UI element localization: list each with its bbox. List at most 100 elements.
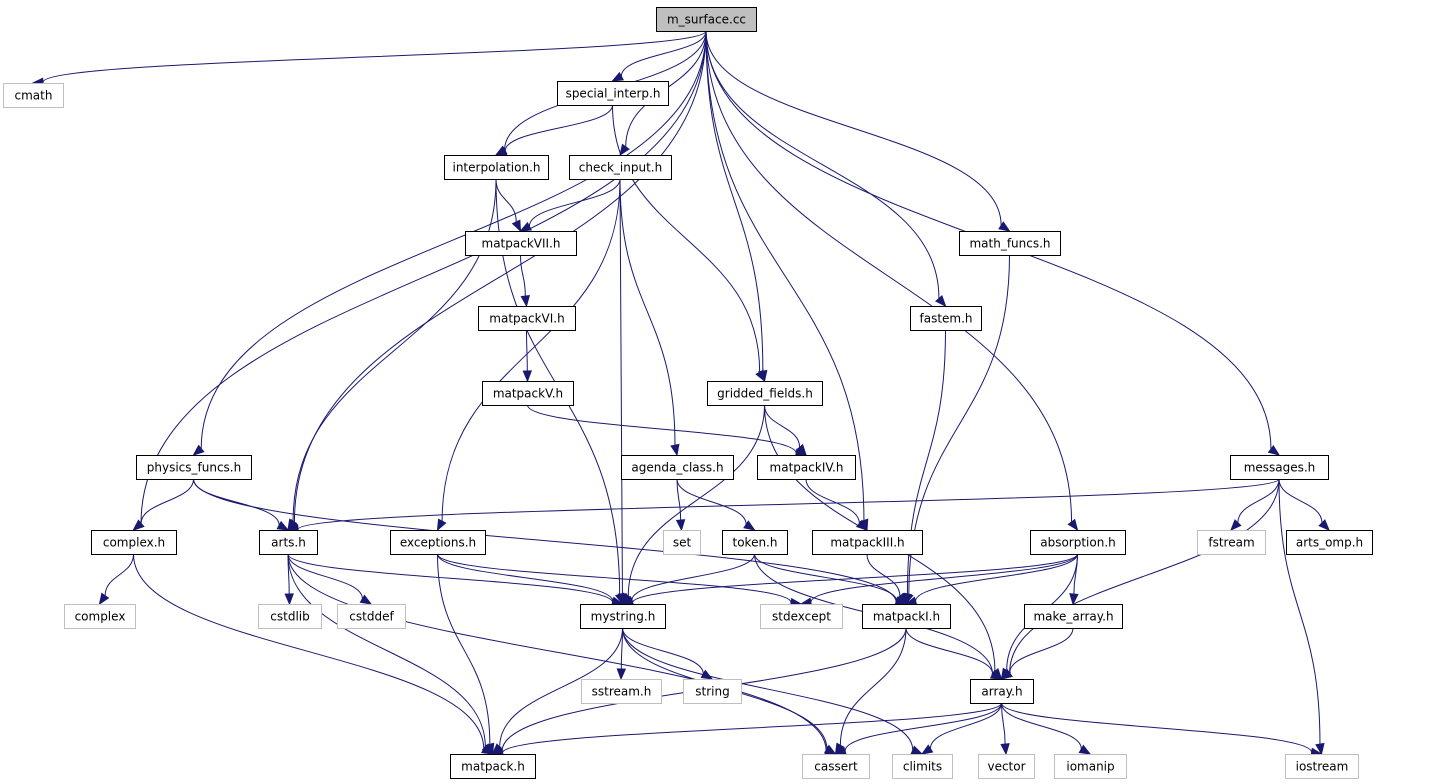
node-label-special-interp-h: special_interp.h <box>566 87 661 101</box>
edge-make-array-h-to-array-h <box>1009 627 1074 674</box>
edge-arrowhead-matpackvi-h <box>520 295 530 308</box>
edge-exceptions-h-to-mystring-h <box>437 553 614 602</box>
node-box-matpackvi-h <box>478 306 576 331</box>
edge-arrowhead-matpackiii-h <box>855 519 869 531</box>
edge-messages-h-to-arts-omp-h <box>1278 478 1323 523</box>
node-iomanip: iomanip <box>1054 754 1127 779</box>
edge-matpackvi-h-to-matpackv-h <box>526 329 528 372</box>
edge-agenda-class-h-to-set <box>676 478 682 521</box>
edge-arrowhead-climits <box>910 745 924 755</box>
node-fastem-h[interactable]: fastem.h <box>910 306 982 331</box>
node-complex-h[interactable]: complex.h <box>91 530 177 555</box>
node-make-array-h[interactable]: make_array.h <box>1024 604 1123 629</box>
edge-arrowhead-climits <box>920 744 934 755</box>
node-label-physics-funcs-h: physics_funcs.h <box>147 461 241 475</box>
node-agenda-class-h[interactable]: agenda_class.h <box>621 455 734 480</box>
edge-arrowhead-make-array-h <box>1069 593 1079 606</box>
node-arts-omp-h[interactable]: arts_omp.h <box>1286 530 1373 555</box>
node-label-check-input-h: check_input.h <box>579 161 662 175</box>
node-physics-funcs-h[interactable]: physics_funcs.h <box>136 455 252 480</box>
edge-arrowhead-special-interp-h <box>611 71 624 82</box>
node-matpacki-h[interactable]: matpackI.h <box>862 604 951 629</box>
node-label-fstream: fstream <box>1208 536 1254 550</box>
node-box-mystring-h <box>580 604 666 629</box>
edge-arrowhead-sstream-h <box>616 668 627 681</box>
node-fstream: fstream <box>1197 530 1266 555</box>
node-label-complex: complex <box>75 610 126 624</box>
edge-arrowhead-matpackv-h <box>522 370 533 383</box>
node-absorption-h[interactable]: absorption.h <box>1030 530 1126 555</box>
node-box-cstddef <box>337 604 406 629</box>
node-matpackv-h[interactable]: matpackV.h <box>482 381 574 406</box>
edge-exceptions-h-to-stdexcept <box>437 553 792 603</box>
edge-check-input-h-to-agenda-class-h <box>619 178 676 446</box>
node-label-make-array-h: make_array.h <box>1033 610 1113 624</box>
node-exceptions-h[interactable]: exceptions.h <box>390 530 486 555</box>
edge-arrowhead-cstddef <box>359 594 373 605</box>
node-mystring-h[interactable]: mystring.h <box>580 604 666 629</box>
edge-arrowhead-arts-h <box>287 518 298 532</box>
node-special-interp-h[interactable]: special_interp.h <box>557 81 669 106</box>
edge-arts-h-to-cassert <box>287 553 827 751</box>
node-set: set <box>663 530 701 555</box>
node-box-arts-h <box>259 530 318 555</box>
edge-arrowhead-matpackvii-h <box>519 221 533 232</box>
edge-m-surface-cc-to-physics-funcs-h <box>200 30 707 449</box>
edge-absorption-h-to-matpacki-h <box>915 553 1078 602</box>
node-box-matpackiii-h <box>812 530 923 555</box>
node-box-vector <box>978 754 1035 779</box>
edge-matpackv-h-to-matpackiv-h <box>527 404 797 454</box>
node-label-math-funcs-h: math_funcs.h <box>969 237 1050 251</box>
edge-array-h-to-vector <box>1001 702 1006 745</box>
node-array-h[interactable]: array.h <box>970 679 1034 704</box>
node-label-cassert: cassert <box>814 760 858 774</box>
node-token-h[interactable]: token.h <box>722 530 788 555</box>
edge-mystring-h-to-climits <box>622 627 914 751</box>
node-math-funcs-h[interactable]: math_funcs.h <box>959 231 1061 256</box>
node-box-set <box>663 530 701 555</box>
node-gridded-fields-h[interactable]: gridded_fields.h <box>707 381 823 406</box>
node-arts-h[interactable]: arts.h <box>259 530 318 555</box>
node-matpackiv-h[interactable]: matpackIV.h <box>757 455 856 480</box>
node-label-mystring-h: mystring.h <box>591 610 656 624</box>
node-matpackvii-h[interactable]: matpackVII.h <box>465 231 577 256</box>
node-check-input-h[interactable]: check_input.h <box>569 155 672 180</box>
edge-arrowhead-vector <box>1000 743 1010 756</box>
node-complex: complex <box>64 604 136 629</box>
node-matpackiii-h[interactable]: matpackIII.h <box>812 530 923 555</box>
edge-arrowhead-fstream <box>1230 519 1242 531</box>
node-box-stdexcept <box>760 604 843 629</box>
node-matpackvi-h[interactable]: matpackVI.h <box>478 306 576 331</box>
node-m-surface-cc[interactable]: m_surface.cc <box>656 7 757 32</box>
edge-complex-h-to-complex <box>104 553 134 596</box>
node-label-agenda-class-h: agenda_class.h <box>631 461 723 475</box>
edge-arrowhead-messages-h <box>1267 444 1281 456</box>
edge-arrowhead-check-input-h <box>619 143 630 157</box>
edge-arrowhead-iomanip <box>1078 744 1092 755</box>
edge-arrowhead-arts-omp-h <box>1318 519 1330 531</box>
node-label-m-surface-cc: m_surface.cc <box>667 13 746 27</box>
node-label-gridded-fields-h: gridded_fields.h <box>717 387 813 401</box>
node-label-matpackv-h: matpackV.h <box>493 387 563 401</box>
edge-matpacki-h-to-cassert <box>839 627 907 746</box>
edge-array-h-to-iomanip <box>1001 702 1082 750</box>
node-label-vector: vector <box>987 760 1025 774</box>
edge-gridded-fields-h-to-mystring-h <box>627 404 765 596</box>
node-interpolation-h[interactable]: interpolation.h <box>444 155 549 180</box>
node-label-matpack-h: matpack.h <box>461 760 525 774</box>
node-box-exceptions-h <box>390 530 486 555</box>
edge-arrowhead-complex-h <box>132 519 145 531</box>
node-box-fstream <box>1197 530 1266 555</box>
node-matpack-h[interactable]: matpack.h <box>450 754 536 779</box>
node-messages-h[interactable]: messages.h <box>1230 455 1329 480</box>
node-label-matpacki-h: matpackI.h <box>873 610 940 624</box>
edge-messages-h-to-arts-h <box>297 478 1280 530</box>
node-box-complex-h <box>91 530 177 555</box>
node-box-complex <box>64 604 136 629</box>
node-label-cmath: cmath <box>15 89 53 103</box>
node-box-iomanip <box>1054 754 1127 779</box>
edge-token-h-to-matpacki-h <box>754 553 898 602</box>
edge-check-input-h-to-exceptions-h <box>441 178 621 522</box>
edge-arrowhead-matpackiv-h <box>795 443 807 457</box>
node-box-matpackiv-h <box>757 455 856 480</box>
